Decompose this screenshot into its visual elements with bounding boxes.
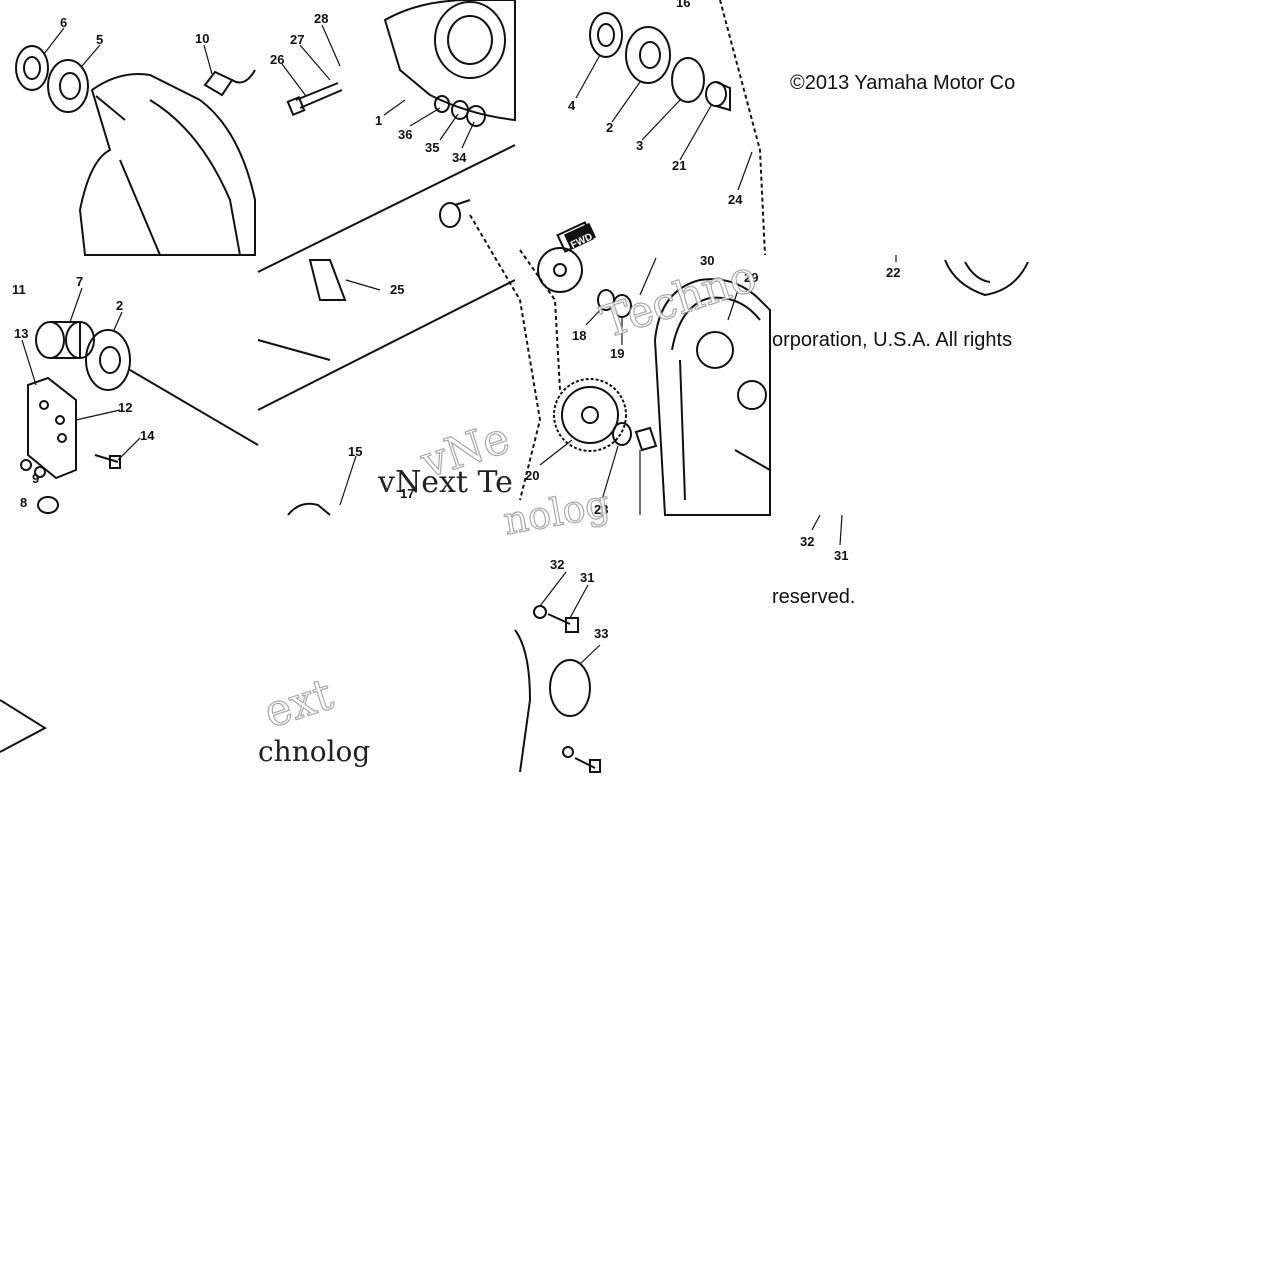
drive-housing <box>78 73 256 256</box>
callout-numbers: 6 5 10 28 27 26 1 36 35 34 16 4 2 3 21 2… <box>12 0 900 641</box>
callout: 9 <box>32 471 39 486</box>
callout: 5 <box>96 32 103 47</box>
callout: 3 <box>636 138 643 153</box>
spacer-7 <box>35 321 95 359</box>
roller-25-spacer <box>439 199 471 228</box>
callout: 18 <box>572 328 586 343</box>
callout: 32 <box>800 534 814 549</box>
callout: 24 <box>728 192 743 207</box>
watermark-text-e: chnolog <box>258 735 371 768</box>
callout: 7 <box>76 274 83 289</box>
callout: 13 <box>14 326 28 341</box>
callout: 27 <box>290 32 304 47</box>
fwd-tag: FWD <box>563 222 597 251</box>
callout: 31 <box>580 570 594 585</box>
callout: 35 <box>425 140 439 155</box>
watermark-text-a: vNext Te <box>378 465 513 500</box>
bolt-9-8 <box>20 459 59 514</box>
callout: 2 <box>606 120 613 135</box>
sprocket-20-large <box>553 378 627 452</box>
callout: 6 <box>60 15 67 30</box>
axis-line <box>129 369 259 446</box>
collar-21 <box>705 81 731 112</box>
callout: 2 <box>116 298 123 313</box>
frame-corner <box>0 699 47 753</box>
callout: 17 <box>400 486 414 501</box>
washer-18-19 <box>597 289 632 318</box>
circlip-3 <box>671 57 705 103</box>
callout: 28 <box>314 11 328 26</box>
bearing-4 <box>589 12 623 58</box>
copyright-line-1: ©2013 Yamaha Motor Co <box>790 72 1016 94</box>
callout: 16 <box>676 0 690 10</box>
callout: 23 <box>594 502 608 517</box>
callout: 32 <box>550 557 564 572</box>
bolt-26 <box>286 82 343 117</box>
callout: 14 <box>140 428 155 443</box>
callout: 33 <box>594 626 608 641</box>
plate-12-13 <box>27 376 77 480</box>
callout: 1 <box>375 113 382 128</box>
callout: 10 <box>195 31 209 46</box>
callout: 30 <box>700 253 714 268</box>
callout: 34 <box>452 150 467 165</box>
callout: 4 <box>568 98 576 113</box>
callout: 29 <box>744 270 758 285</box>
sprocket-15 <box>287 502 331 516</box>
bearing-2b <box>85 329 131 391</box>
bearing-6 <box>15 45 49 91</box>
callout: 26 <box>270 52 284 67</box>
callout: 20 <box>525 468 539 483</box>
copyright-line-2: orporation, U.S.A. All rights <box>772 329 1013 351</box>
frame-rail <box>257 144 516 411</box>
callout: 36 <box>398 127 412 142</box>
washer-23-nut <box>612 422 658 452</box>
sensor-10 <box>203 69 256 97</box>
callout: 12 <box>118 400 132 415</box>
washer-36-35-34 <box>434 95 486 127</box>
part-22-outline <box>944 259 1029 297</box>
drive-chain <box>469 0 766 501</box>
part-22-inner <box>964 261 991 283</box>
callout: 8 <box>20 495 27 510</box>
callout: 19 <box>610 346 624 361</box>
cover-1 <box>383 0 516 122</box>
callout: 11 <box>12 282 26 297</box>
cover-edge <box>514 629 532 773</box>
bearing-5 <box>47 59 89 113</box>
bolt-lower <box>562 746 601 773</box>
callout: 22 <box>886 265 900 280</box>
callout: 21 <box>672 158 686 173</box>
callout: 25 <box>390 282 404 297</box>
cap-33 <box>549 659 591 717</box>
bolt-14 <box>94 454 121 469</box>
callout: 15 <box>348 444 362 459</box>
callout: 31 <box>834 548 848 563</box>
bearing-2 <box>625 26 671 84</box>
copyright-line-3: reserved. <box>772 586 856 608</box>
bolt-32-31 <box>533 605 579 633</box>
chaincase-29 <box>653 278 771 516</box>
leader-lines <box>21 24 897 665</box>
